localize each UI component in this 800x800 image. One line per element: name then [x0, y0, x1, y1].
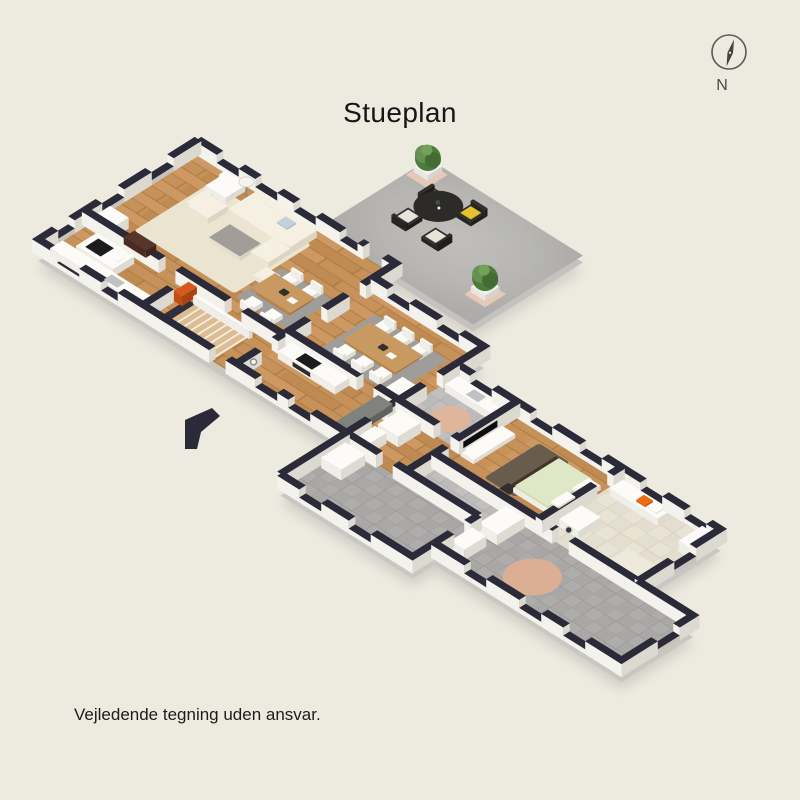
wall-clock — [249, 358, 258, 366]
table-decor — [377, 343, 389, 352]
wall — [175, 266, 232, 315]
sofa-chaise — [250, 237, 291, 268]
tv-bench — [460, 425, 516, 465]
oven-front — [292, 361, 311, 378]
sideboard — [123, 230, 157, 258]
kitchen-cooktop — [295, 353, 322, 370]
patio-chair — [456, 199, 488, 227]
terrace-plant — [413, 144, 443, 181]
coffee-table — [209, 224, 261, 261]
floor-lamp — [238, 176, 255, 199]
stair-railing — [193, 294, 253, 340]
patio-table-top — [413, 190, 464, 222]
dining2-chair — [350, 355, 374, 374]
island-decor — [111, 253, 125, 263]
patio-chair — [421, 227, 453, 252]
wall — [585, 637, 629, 678]
patio-table-decor — [435, 200, 441, 205]
garage-closet — [478, 505, 525, 546]
floor-plan-render — [31, 136, 728, 689]
compass-icon — [711, 34, 747, 70]
bedroom-rug — [485, 444, 569, 496]
garage-closet — [321, 442, 366, 481]
patio-chair — [391, 207, 423, 232]
armchair-seat — [188, 193, 228, 225]
utility-floor — [407, 465, 506, 529]
kitchenette-sink — [103, 274, 125, 288]
island-cooktop — [85, 238, 114, 257]
tv-screen — [463, 420, 498, 449]
sofa-pillow-blue2 — [277, 216, 296, 230]
terrace-plant — [470, 264, 500, 301]
stair-tread — [206, 333, 247, 359]
table-decor — [278, 288, 290, 297]
armchair2-seat — [205, 173, 245, 204]
bath-sink — [465, 389, 487, 403]
table-decor — [385, 352, 398, 360]
bed-pillow — [550, 491, 576, 509]
dining2-chair — [332, 343, 356, 363]
corridor-closet — [377, 409, 421, 448]
wall — [343, 430, 383, 468]
table-decor — [286, 296, 299, 305]
garage2-floor — [434, 510, 693, 673]
compass-north-label: N — [716, 77, 728, 94]
stair-nosing — [210, 336, 249, 360]
entrance-arrow — [185, 408, 220, 449]
wall — [321, 292, 350, 324]
laundry-box — [648, 503, 664, 514]
garage1-floor — [280, 445, 479, 570]
patio-table-decor — [437, 206, 441, 210]
laundry-basket-orange — [636, 494, 653, 508]
disclaimer-text: Vejledende tegning uden ansvar. — [74, 705, 321, 724]
wall — [357, 239, 370, 260]
hall-locker-orange — [173, 281, 197, 307]
compass-rose: N — [711, 34, 747, 94]
solids-layer — [31, 136, 728, 678]
wall — [450, 431, 466, 455]
dining2-chair — [369, 366, 393, 386]
washer-door — [564, 525, 573, 535]
garage-round-rug — [502, 558, 562, 596]
wall — [117, 288, 216, 364]
page-title: Stueplan — [343, 97, 457, 128]
